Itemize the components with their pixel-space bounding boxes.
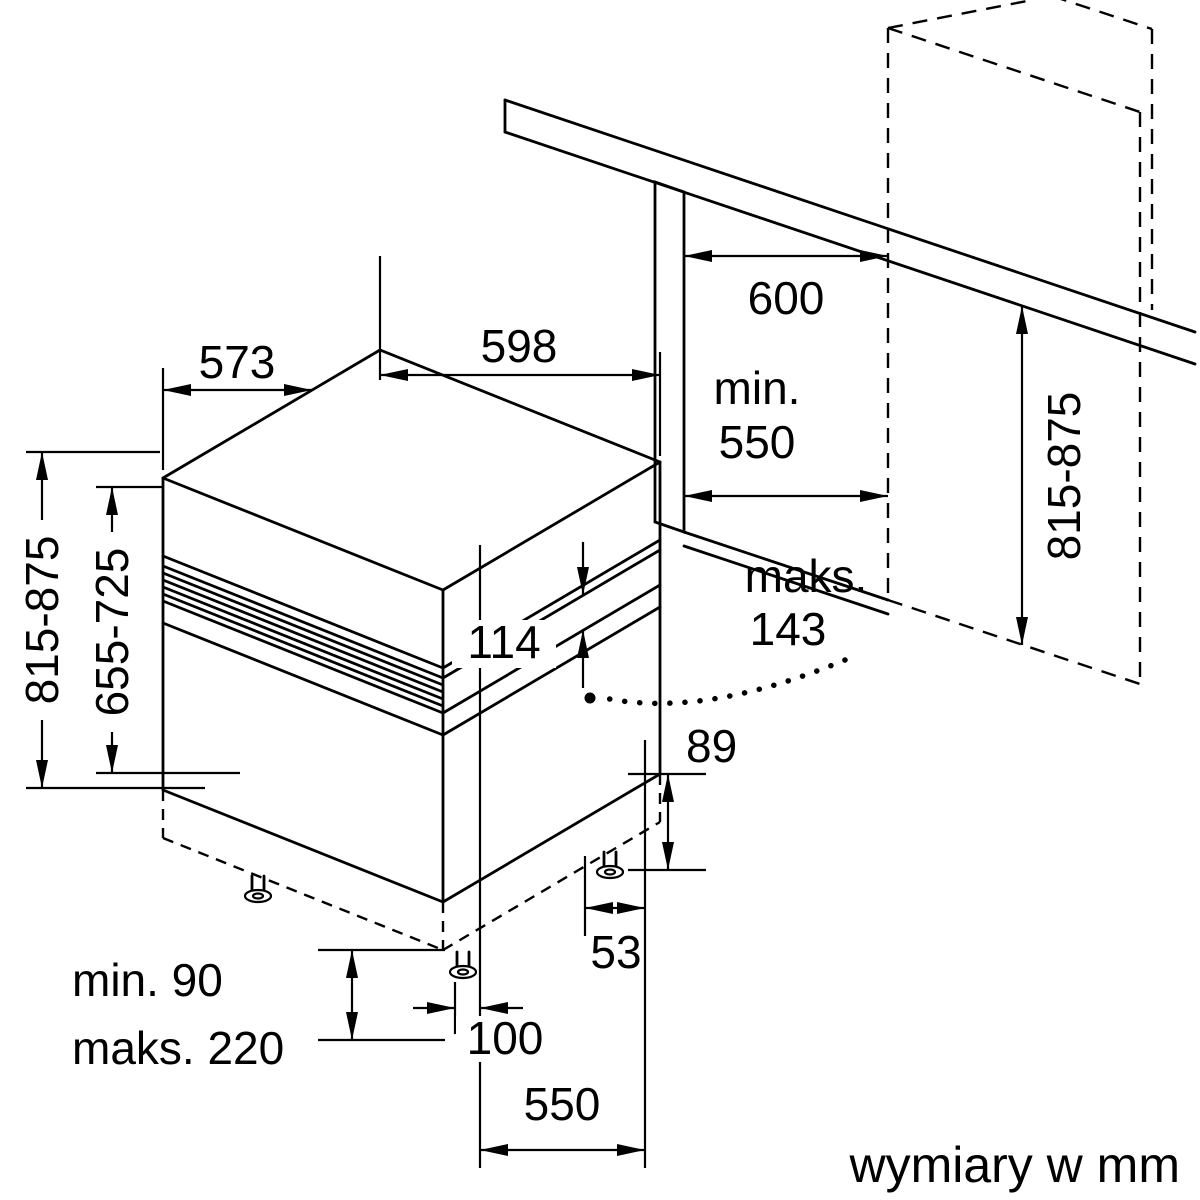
niche-side-panel [653, 180, 890, 616]
dishwasher-body [161, 348, 662, 904]
niche-outline [886, 0, 1154, 686]
dim-base-front-inset: 100 [413, 982, 554, 1064]
control-panel-band [162, 564, 444, 715]
dim-total-height-right: 815-875 [1016, 306, 1090, 645]
dim-control-panel-height: 114 [452, 542, 589, 688]
dim-plinth-max-label: maks. 220 [72, 1022, 284, 1074]
dim-base-rear-height: 89 [628, 720, 737, 872]
dim-door-panel-height-label: 655-725 [86, 548, 138, 717]
dim-base-depth-label: 550 [524, 1078, 601, 1130]
dim-max-protrusion-value: 143 [750, 603, 827, 655]
dim-front-width: 598 [380, 320, 662, 456]
adjustable-foot-front [448, 950, 478, 980]
dim-total-height-left: 815-875 [16, 450, 205, 790]
dim-plinth-range: min. 90 maks. 220 [72, 948, 445, 1074]
adjustable-foot-left [243, 874, 273, 904]
dim-total-height-right-label: 815-875 [1038, 392, 1090, 561]
dim-max-protrusion-prefix: maks. [745, 550, 868, 602]
units-caption: wymiary w mm [848, 1137, 1180, 1193]
dim-niche-min-depth-value: 550 [719, 416, 796, 468]
dim-base-rear-height-label: 89 [686, 720, 737, 772]
dim-top-depth: 573 [161, 256, 382, 470]
dim-niche-min-depth: min. 550 [684, 362, 888, 502]
dim-door-panel-height: 655-725 [86, 485, 240, 775]
countertop [503, 98, 1197, 366]
dim-base-rear-inset-label: 53 [590, 926, 641, 978]
adjustable-foot-rear [595, 850, 625, 880]
dim-total-height-left-label: 815-875 [16, 536, 68, 705]
leader-dot [584, 692, 596, 704]
dim-plinth-min-label: min. 90 [72, 954, 223, 1006]
dim-niche-depth: 600 [684, 250, 888, 324]
dim-base-depth: 550 [480, 1078, 645, 1156]
dim-niche-min-depth-prefix: min. [714, 362, 801, 414]
dim-base-rear-inset: 53 [583, 856, 645, 978]
dim-max-protrusion: maks. 143 [584, 550, 868, 707]
dim-base-front-inset-label: 100 [467, 1012, 544, 1064]
dim-niche-depth-label: 600 [748, 272, 825, 324]
dim-top-depth-label: 573 [199, 336, 276, 388]
dim-control-panel-height-label: 114 [467, 616, 540, 668]
leader-dotted-line [597, 657, 848, 707]
dim-front-width-label: 598 [481, 320, 558, 372]
